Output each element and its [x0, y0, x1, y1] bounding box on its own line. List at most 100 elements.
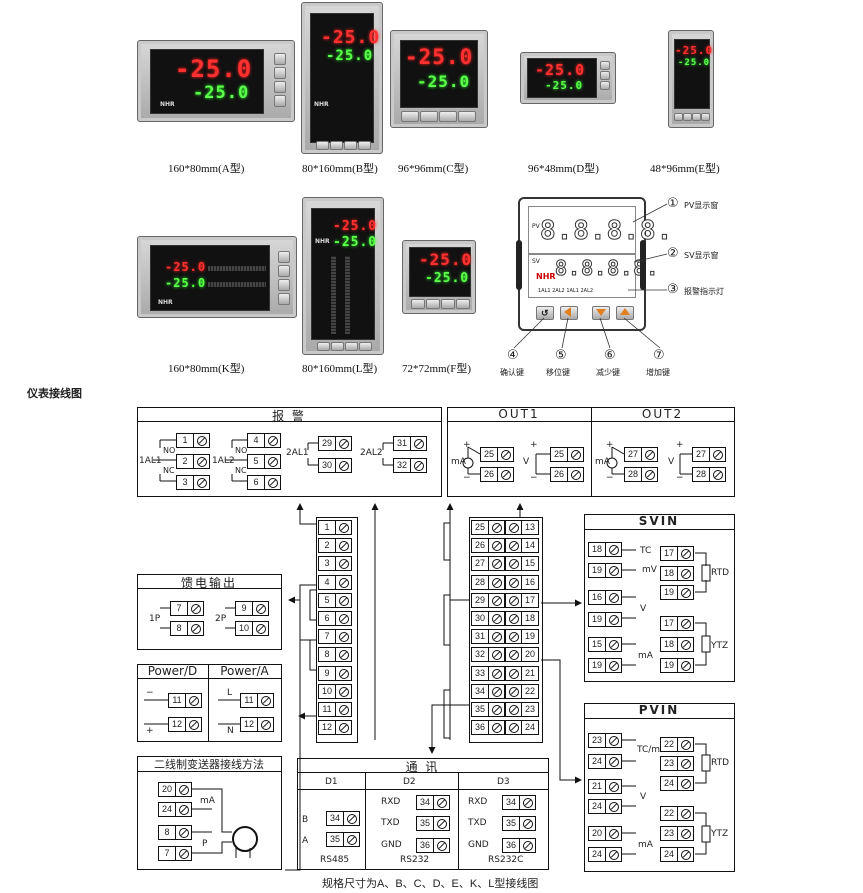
comm-col: D1 [325, 777, 338, 787]
key-button[interactable] [456, 299, 470, 309]
terminal-6: 6 [318, 611, 352, 626]
key-num: ⑤ [555, 348, 567, 363]
key-button[interactable] [420, 111, 438, 122]
pv-digits: 8.8.8.8. [539, 216, 674, 246]
terminal-34b: 34 [416, 795, 450, 810]
terminal-19d: 19 [588, 658, 622, 673]
key-button[interactable] [359, 342, 372, 351]
sv-display: -25.0 [417, 72, 471, 91]
terminal-9: 9 [318, 665, 352, 681]
terminal-16: 16 [505, 574, 539, 590]
comm-signal: A [302, 836, 309, 846]
terminal-9: 9 [235, 601, 269, 616]
callout-text: PV显示窗 [684, 201, 719, 210]
terminal-26b: 26 [550, 467, 584, 482]
key-button[interactable] [401, 111, 419, 122]
key-button[interactable] [344, 141, 357, 150]
out1-title: OUT1 [447, 407, 591, 422]
key-button[interactable] [274, 95, 286, 107]
terminal-32: 32 [393, 458, 427, 473]
model-caption: 80*160mm(L型) [302, 363, 378, 375]
key-button[interactable] [274, 53, 286, 65]
key-button[interactable] [600, 81, 610, 90]
key-button[interactable] [600, 71, 610, 80]
terminal-3: 3 [176, 475, 210, 490]
svin-label: TC [640, 546, 652, 556]
meter-c: -25.0 -25.0 [390, 30, 488, 128]
sv-display: -25.0 [165, 276, 207, 290]
meter-k: -25.0 -25.0 NHR [137, 236, 297, 318]
key-button[interactable] [692, 113, 701, 121]
terminal-20: 20 [158, 782, 192, 797]
key-button[interactable] [458, 111, 476, 122]
key-button[interactable] [278, 279, 290, 291]
power-d-title: Power/D [137, 664, 208, 679]
key-button[interactable] [330, 141, 343, 150]
svin-label: mV [642, 565, 657, 575]
terminal-19e: 19 [660, 658, 694, 673]
key-button[interactable] [683, 113, 692, 121]
pvin-label: TC/mV [637, 745, 667, 755]
unit-label: mA [451, 457, 466, 467]
key-button[interactable] [426, 299, 440, 309]
terminal-28: 28 [471, 574, 505, 590]
terminal-18c: 18 [660, 637, 694, 652]
terminal-7: 7 [318, 629, 352, 645]
terminal-25b: 25 [550, 447, 584, 462]
terminal-19: 19 [588, 563, 622, 578]
key-button[interactable] [600, 61, 610, 70]
polarity-label: − [463, 473, 471, 483]
terminal-12b: 12 [240, 717, 274, 732]
key-button[interactable] [345, 342, 358, 351]
terminal-13: 13 [505, 520, 539, 535]
confirm-key[interactable] [536, 306, 554, 320]
model-caption: 160*80mm(K型) [168, 363, 245, 375]
power-label: N [227, 726, 234, 736]
key-button[interactable] [441, 299, 455, 309]
comm-signal: GND [468, 840, 489, 850]
unit-label: P [202, 839, 208, 849]
terminal-24b: 24 [660, 776, 694, 791]
relay-label: 2AL1 [286, 448, 309, 458]
key-glyph: ↺ [541, 308, 549, 318]
callout-num: ② [667, 246, 679, 261]
terminal-19b: 19 [660, 585, 694, 600]
terminal-2: 2 [318, 538, 352, 554]
sv-display: -25.0 [193, 83, 250, 103]
polarity-label: − [676, 473, 684, 483]
terminal-11b: 11 [240, 693, 274, 708]
key-button[interactable] [701, 113, 710, 121]
key-button[interactable] [274, 81, 286, 93]
key-button[interactable] [274, 67, 286, 79]
callout-text: SV显示窗 [684, 251, 719, 260]
key-button[interactable] [316, 141, 329, 150]
brand-logo: NHR [160, 101, 175, 108]
key-button[interactable] [331, 342, 344, 351]
terminal-7b: 7 [158, 846, 192, 861]
terminal-23: 23 [588, 733, 622, 748]
terminal-15: 15 [505, 556, 539, 572]
terminal-3: 3 [318, 556, 352, 572]
key-button[interactable] [358, 141, 371, 150]
comm-signal: B [302, 815, 309, 825]
unit-label: V [668, 457, 675, 467]
polarity-label: + [676, 440, 684, 450]
terminal-26: 26 [471, 538, 505, 554]
svin-title: SVIN [584, 514, 734, 530]
terminal-30: 30 [471, 611, 505, 626]
key-button[interactable] [278, 293, 290, 305]
key-button[interactable] [278, 251, 290, 263]
key-button[interactable] [674, 113, 683, 121]
terminal-32: 32 [471, 647, 505, 663]
terminal-31: 31 [471, 629, 505, 645]
terminal-29: 29 [318, 436, 352, 451]
power-a-title: Power/A [208, 664, 281, 679]
key-button[interactable] [278, 265, 290, 277]
key-button[interactable] [411, 299, 425, 309]
model-caption: 96*48mm(D型) [528, 163, 599, 175]
power-label: L [227, 688, 233, 698]
terminal-25: 25 [471, 520, 505, 535]
key-num: ⑥ [604, 348, 616, 363]
key-button[interactable] [439, 111, 457, 122]
key-button[interactable] [317, 342, 330, 351]
